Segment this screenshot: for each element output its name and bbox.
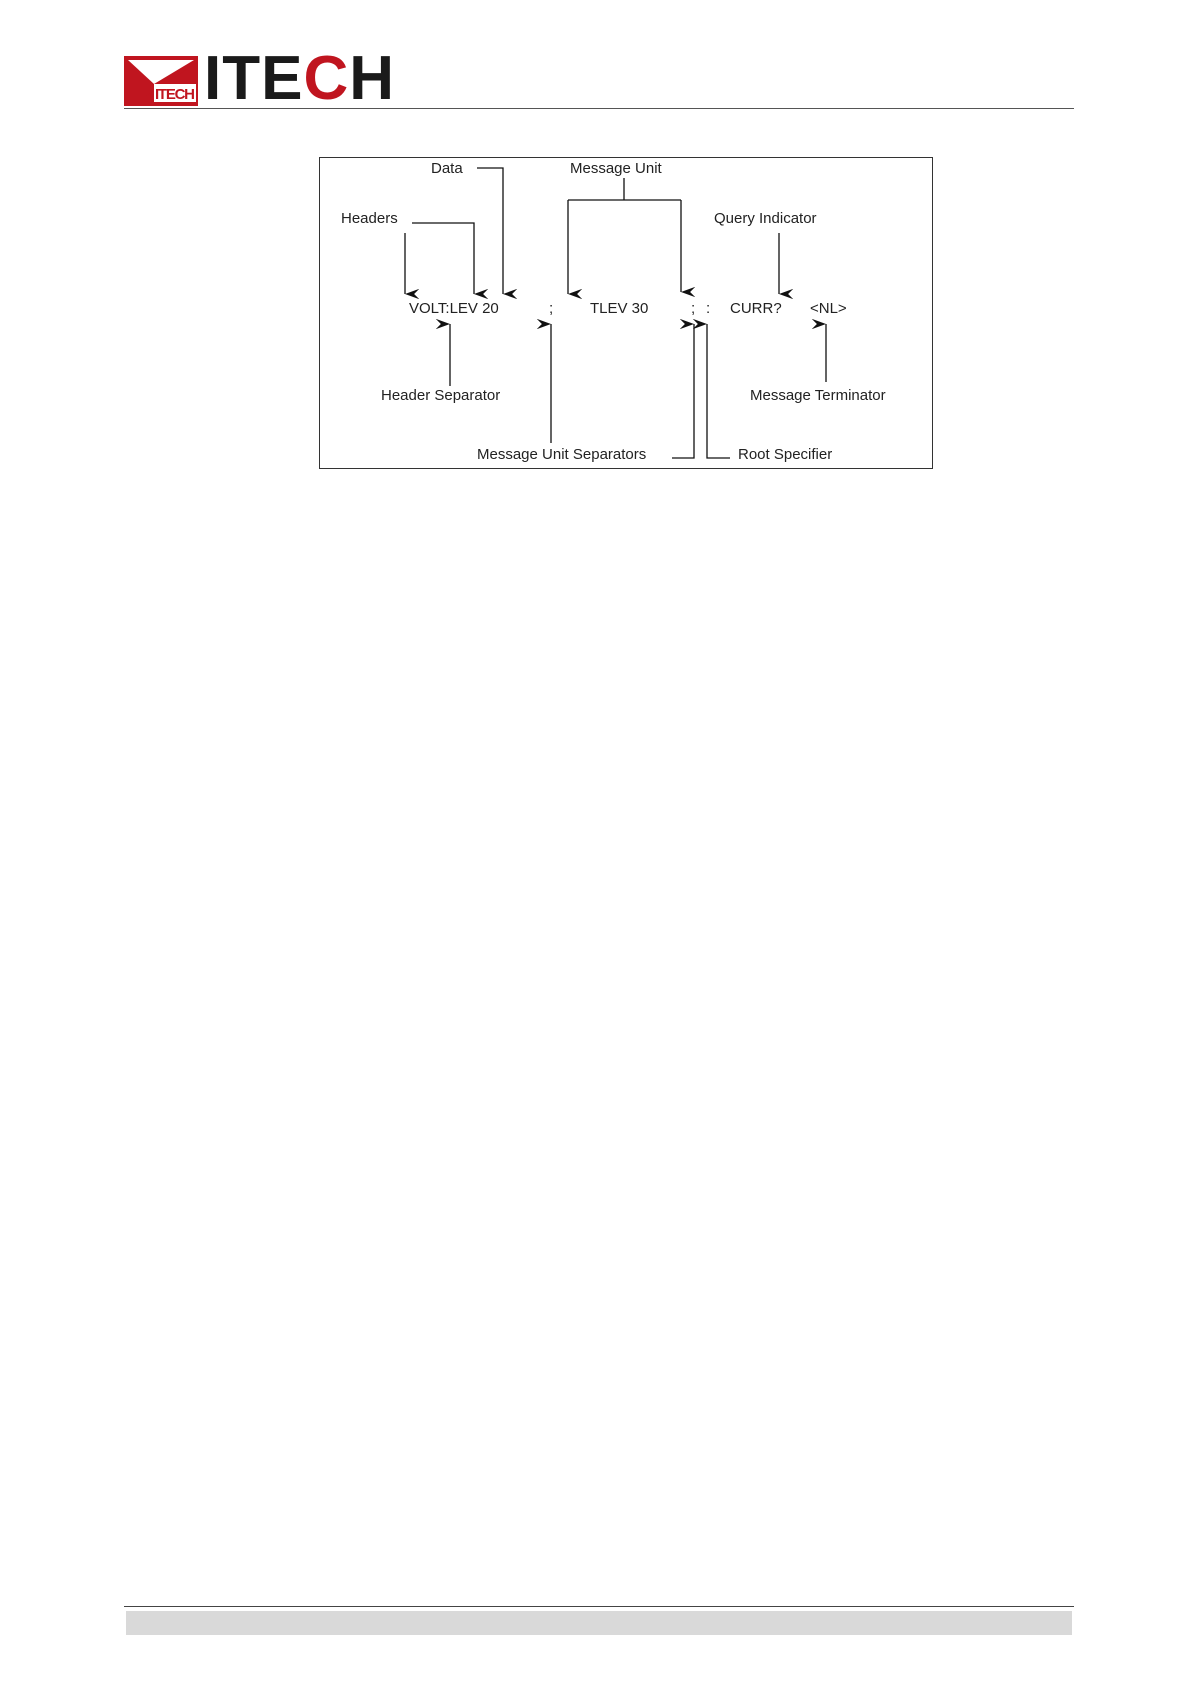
label-message-unit: Message Unit bbox=[570, 160, 662, 178]
command-separator-2: ; bbox=[691, 300, 695, 318]
label-message-terminator: Message Terminator bbox=[750, 387, 886, 405]
label-data: Data bbox=[431, 160, 463, 178]
command-separator-1: ; bbox=[549, 300, 553, 318]
command-terminator: <NL> bbox=[810, 300, 847, 318]
svg-text:ITECH: ITECH bbox=[155, 86, 195, 103]
command-part-tlev: TLEV 30 bbox=[590, 300, 648, 318]
brand-wordmark: ITECH bbox=[204, 48, 395, 110]
command-part-curr: CURR? bbox=[730, 300, 782, 318]
footer-divider bbox=[124, 1606, 1074, 1607]
label-root-specifier: Root Specifier bbox=[738, 446, 832, 464]
itech-logo-icon: ITECH bbox=[124, 56, 198, 106]
label-message-unit-separators: Message Unit Separators bbox=[477, 446, 646, 464]
label-query-indicator: Query Indicator bbox=[714, 210, 817, 228]
page-header: ITECH ITECH bbox=[124, 56, 1074, 110]
label-headers: Headers bbox=[341, 210, 398, 228]
command-syntax-diagram: Data Message Unit Headers Query Indicato… bbox=[319, 157, 933, 469]
header-divider bbox=[124, 108, 1074, 109]
label-header-separator: Header Separator bbox=[381, 387, 500, 405]
command-part-volt: VOLT:LEV 20 bbox=[409, 300, 499, 318]
command-root-specifier: : bbox=[706, 300, 710, 318]
footer-band bbox=[126, 1611, 1072, 1635]
